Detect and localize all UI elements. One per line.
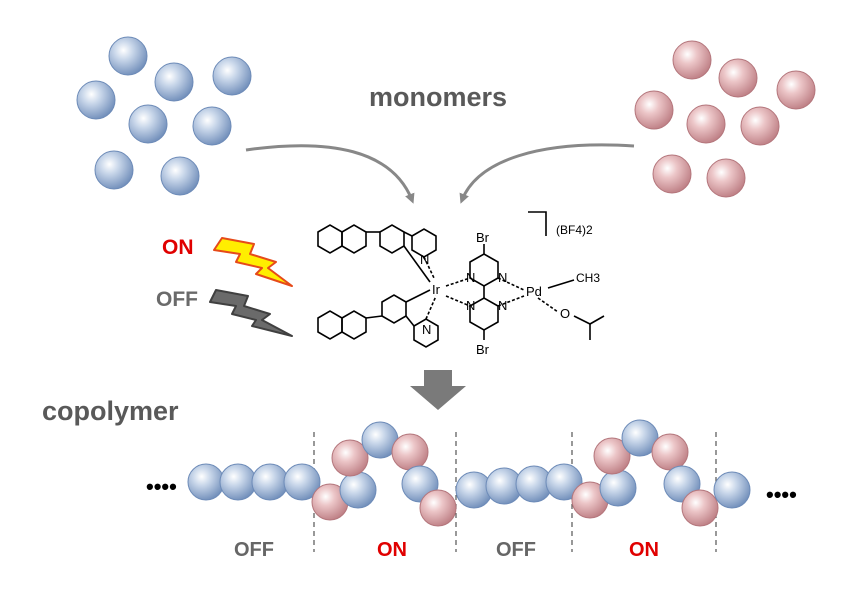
red-monomer-cluster (634, 40, 816, 198)
pyridine-ring (411, 228, 437, 258)
blue-monomer (212, 56, 252, 96)
on-switch-label: ON (162, 236, 194, 259)
catalyst-atom-labels: N N N N N N Ir Pd CH3 O Br Br (BF4)2 (420, 223, 600, 357)
nitrogen-label: N (466, 270, 475, 285)
counterion-label: (BF4)2 (556, 223, 593, 237)
red-monomer (634, 90, 674, 130)
naphthalene-ring (317, 310, 343, 340)
phenyl-ring (381, 294, 407, 324)
bromine-top-label: Br (476, 230, 490, 245)
blue-monomer-unit (187, 463, 225, 501)
segment-label-on: ON (629, 539, 659, 561)
red-monomer-unit (681, 489, 719, 527)
blue-monomer-unit (219, 463, 257, 501)
left-curved-arrow (245, 144, 415, 204)
red-monomer-unit (391, 433, 429, 471)
blue-monomer (128, 104, 168, 144)
segment-dividers (313, 432, 717, 552)
nitrogen-label: N (498, 298, 507, 313)
segment-label-off: OFF (496, 539, 536, 561)
blue-monomer-unit (713, 471, 751, 509)
palladium-label: Pd (526, 284, 542, 299)
lightning-bolt-icon (213, 237, 293, 287)
chain-ellipsis-right: •••• (766, 482, 797, 507)
blue-monomer-unit (545, 463, 583, 501)
oxygen-label: O (560, 306, 570, 321)
monomers-label: monomers (369, 82, 507, 112)
naphthalene-ring (341, 224, 367, 254)
naphthalene-ring (341, 310, 367, 340)
blue-monomer-unit (283, 463, 321, 501)
red-monomer (652, 154, 692, 194)
iridium-label: Ir (432, 282, 441, 297)
chain-ellipsis-left: •••• (146, 474, 177, 499)
blue-monomer (94, 150, 134, 190)
catalyst-structure (317, 211, 605, 348)
right-curved-arrow (459, 143, 635, 204)
nitrogen-label: N (420, 252, 429, 267)
red-monomer (672, 40, 712, 80)
nitrogen-label: N (422, 322, 431, 337)
red-monomer-unit (419, 489, 457, 527)
red-monomer-unit (593, 437, 631, 475)
red-monomer (718, 58, 758, 98)
bromine-bottom-label: Br (476, 342, 490, 357)
phenyl-ring (379, 224, 405, 254)
segment-label-on: ON (377, 539, 407, 561)
segment-label-off: OFF (234, 539, 274, 561)
blue-monomer (108, 36, 148, 76)
naphthalene-ring (317, 224, 343, 254)
gray-lightning-bolt-icon (209, 289, 293, 337)
off-switch-label: OFF (156, 288, 198, 311)
blue-monomer-unit (599, 469, 637, 507)
blue-monomer-unit (251, 463, 289, 501)
blue-monomer-unit (339, 471, 377, 509)
nitrogen-label: N (466, 298, 475, 313)
red-monomer (776, 70, 816, 110)
blue-monomer (154, 62, 194, 102)
blue-monomer (76, 80, 116, 120)
copolymer-label: copolymer (42, 396, 179, 426)
blue-monomer-cluster (76, 36, 252, 196)
down-arrow-icon (410, 370, 466, 410)
red-monomer-unit (651, 433, 689, 471)
methyl-label: CH3 (576, 271, 600, 285)
blue-monomer (192, 106, 232, 146)
blue-monomer (160, 156, 200, 196)
copolymer-chain (187, 419, 751, 527)
red-monomer (740, 106, 780, 146)
red-monomer (706, 158, 746, 198)
red-monomer-unit (331, 439, 369, 477)
nitrogen-label: N (498, 270, 507, 285)
red-monomer (686, 104, 726, 144)
